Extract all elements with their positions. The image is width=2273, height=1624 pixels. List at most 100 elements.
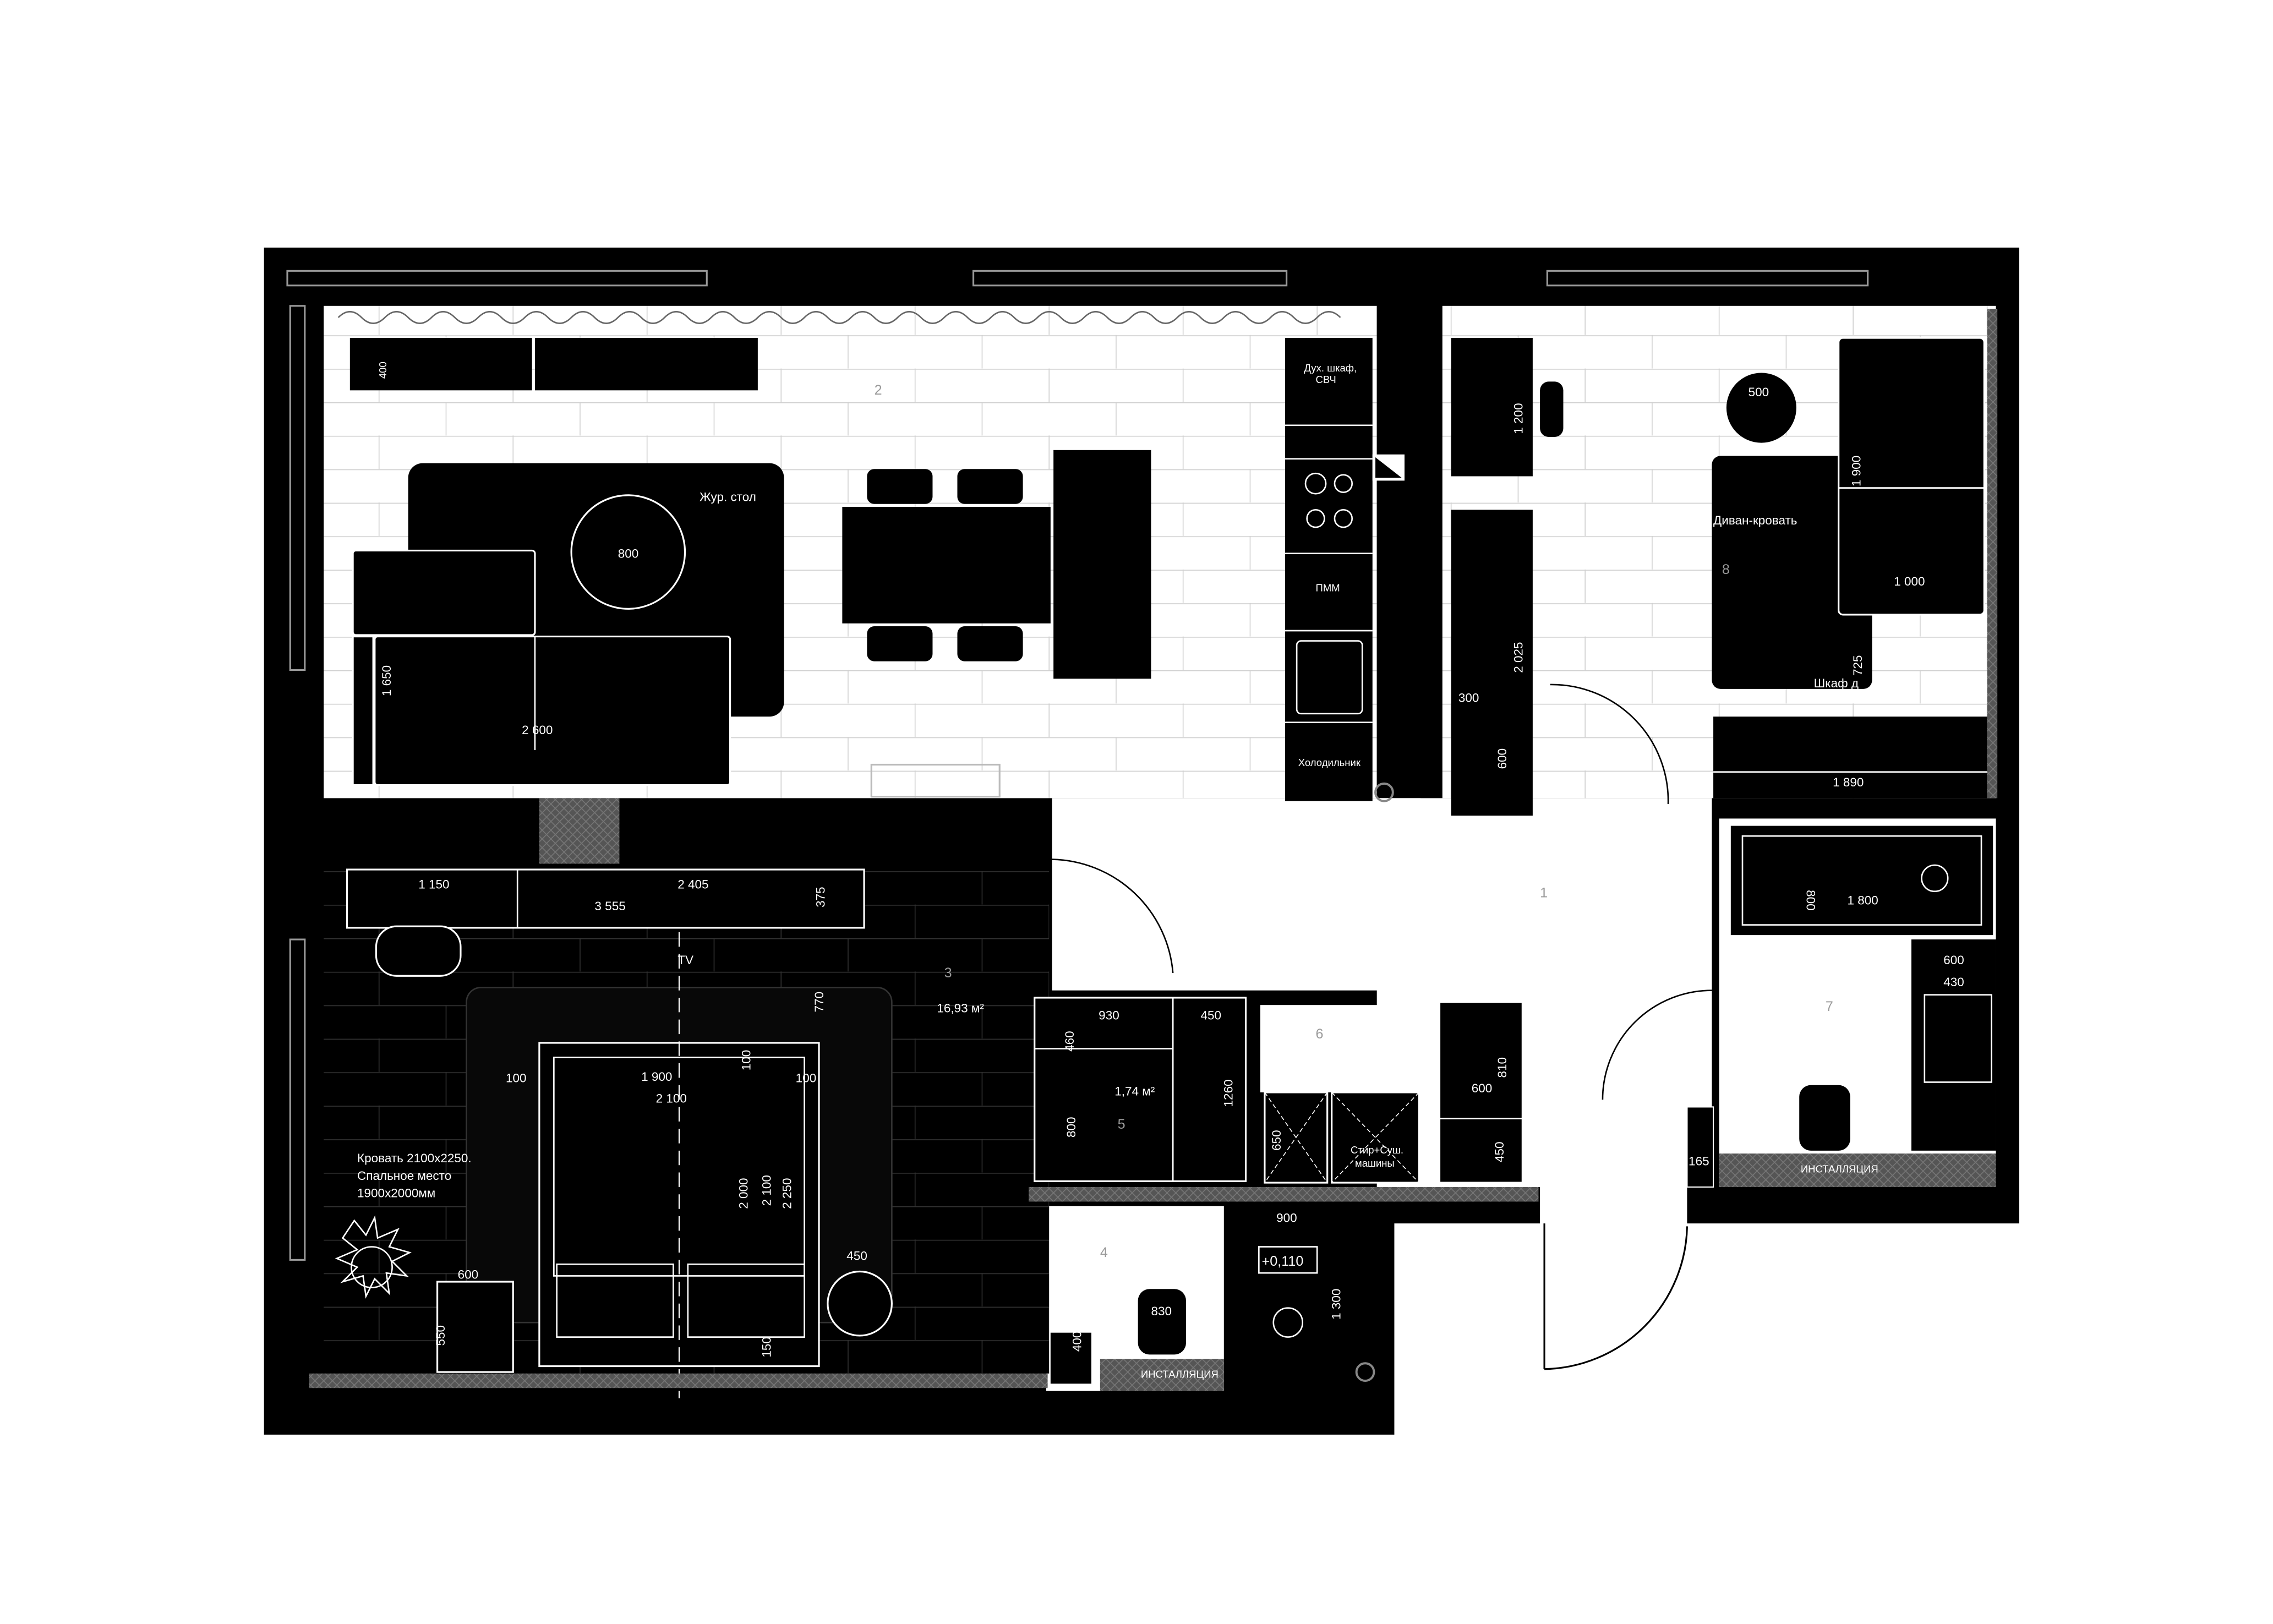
vanity: [1911, 939, 1996, 1151]
bathroom-labels: 800 1 800 600 430 7 ИНСТАЛЛЯЦИЯ 165: [1689, 890, 1964, 1174]
dimension: 800: [1064, 1117, 1078, 1138]
dimension: 830: [1151, 1304, 1172, 1318]
drain-icon: [1355, 1362, 1375, 1382]
dimension: 1 200: [1511, 403, 1525, 434]
stool: [1726, 373, 1796, 443]
dimension: 430: [1943, 975, 1964, 989]
dimension: 150: [760, 1337, 774, 1358]
dimension: 100: [740, 1050, 753, 1071]
label: Жур. стол: [700, 490, 756, 504]
label: машины: [1355, 1157, 1395, 1169]
bed-label: Кровать 2100x2250.: [357, 1151, 472, 1165]
door-swing: [1550, 683, 1669, 804]
label: Холодильник: [1298, 757, 1361, 768]
radiator: [870, 763, 1001, 798]
dimension: 600: [1495, 748, 1509, 769]
dimension: 2 000: [736, 1178, 750, 1209]
room-area: 1,74 м²: [1114, 1084, 1155, 1098]
coffee-table: [570, 494, 686, 610]
wall-hatch-right: [1987, 309, 1998, 799]
nightstand: [827, 1270, 893, 1337]
label: СВЧ: [1316, 374, 1336, 385]
dimension: 1 800: [1848, 894, 1878, 907]
room-number: 6: [1316, 1026, 1324, 1042]
dimension: 1 900: [641, 1070, 672, 1084]
dimension: 650: [1270, 1130, 1283, 1151]
kitchen-cabinets: [1285, 338, 1373, 801]
closet-right-labels: 810 600 450: [1472, 1057, 1510, 1162]
dimension: 460: [1063, 1031, 1077, 1052]
wardrobe: [1713, 717, 1987, 799]
dimension: 400: [377, 362, 389, 379]
windows: [286, 270, 1869, 1261]
dimension: 3 555: [594, 899, 625, 913]
label: TV: [677, 953, 693, 967]
room-number: 8: [1722, 562, 1730, 577]
room-number: 1: [1540, 885, 1548, 900]
sofa: [374, 635, 731, 786]
dimension: 2 600: [522, 723, 553, 737]
cabinet: [1451, 510, 1533, 816]
level-mark: [1258, 1246, 1318, 1274]
kitchen-sink: [1296, 640, 1363, 715]
bathtub: [1730, 825, 1993, 936]
dimension: 375: [814, 887, 828, 907]
sofa-chaise: [352, 549, 536, 636]
door-swing: [1602, 989, 1712, 1100]
wc-labels: 4 830 400 ИНСТАЛЛЯЦИЯ 900 +0,110 1 300: [1070, 1211, 1343, 1380]
wall-strip: [1029, 1187, 1539, 1202]
dimension: 400: [1070, 1331, 1084, 1352]
room-8-labels: 1 200 600 2 025 300 600 500 1 900 Диван-…: [1458, 385, 1925, 789]
dimension: 725: [1851, 655, 1865, 676]
room-number: 2: [875, 382, 882, 398]
armchair: [375, 925, 462, 977]
wc-sink: [1050, 1332, 1091, 1384]
dimension: 300: [1458, 691, 1479, 705]
sofa-bed: [1838, 337, 1985, 616]
dimension: 450: [1493, 1142, 1506, 1163]
dimension: 500: [1749, 385, 1769, 399]
label: Стир+Суш.: [1351, 1144, 1403, 1156]
dimension: 2 405: [677, 877, 708, 891]
dimension: 1 650: [380, 665, 394, 696]
hall-floor: [1052, 798, 1421, 991]
bedroom-labels: 1 150 2 405 3 555 375 TV 770 3 16,93 м² …: [357, 877, 984, 1357]
dimension: 600: [1479, 483, 1500, 496]
desk-chair: [1540, 381, 1564, 437]
dimension: 900: [1276, 1211, 1297, 1225]
dimension: 100: [796, 1071, 817, 1085]
dimension: 450: [846, 1249, 867, 1262]
bedside-table: [436, 1281, 514, 1373]
laundry-floor: [1260, 1005, 1421, 1092]
bed-label: 1900x2000мм: [357, 1186, 435, 1200]
dimension: 2 025: [1511, 642, 1525, 672]
room-number: 3: [944, 965, 952, 981]
plant-icon: [335, 1215, 412, 1299]
dimension: 600: [1943, 953, 1964, 967]
dimension: 450: [1200, 1009, 1221, 1022]
dimension: 2 100: [760, 1175, 774, 1206]
partition-wall: [1376, 305, 1443, 816]
riser-mark: [1375, 457, 1402, 478]
label: ПММ: [1316, 582, 1340, 594]
closet-5-labels: 930 450 460 1,74 м² 5 800 1260: [1063, 1009, 1235, 1138]
dimension: 550: [434, 1325, 447, 1346]
door-swing: [1052, 859, 1174, 974]
dimension: 1 250: [430, 519, 461, 533]
toilet: [1799, 1085, 1850, 1151]
riser: [1686, 1106, 1714, 1188]
bed-label: Спальное место: [357, 1169, 451, 1183]
dimension: 2 100: [656, 1092, 687, 1106]
dimension: 1 900: [1849, 456, 1863, 486]
room-8-rug: [1712, 456, 1872, 689]
dimension: 1 890: [1833, 775, 1864, 789]
tall-cabinet: [1053, 450, 1151, 679]
living-labels: 2 Жур. стол 800 1 250 1 650 2 600 400: [377, 362, 882, 737]
room-number: 7: [1826, 999, 1833, 1014]
installation-box: [1719, 1153, 1996, 1188]
label: Шкаф д: [1814, 676, 1859, 690]
laundry-labels: 6 650 Стир+Суш. машины: [1270, 1026, 1403, 1169]
dimension: 1 000: [1894, 575, 1925, 588]
tv-console: [349, 338, 532, 391]
